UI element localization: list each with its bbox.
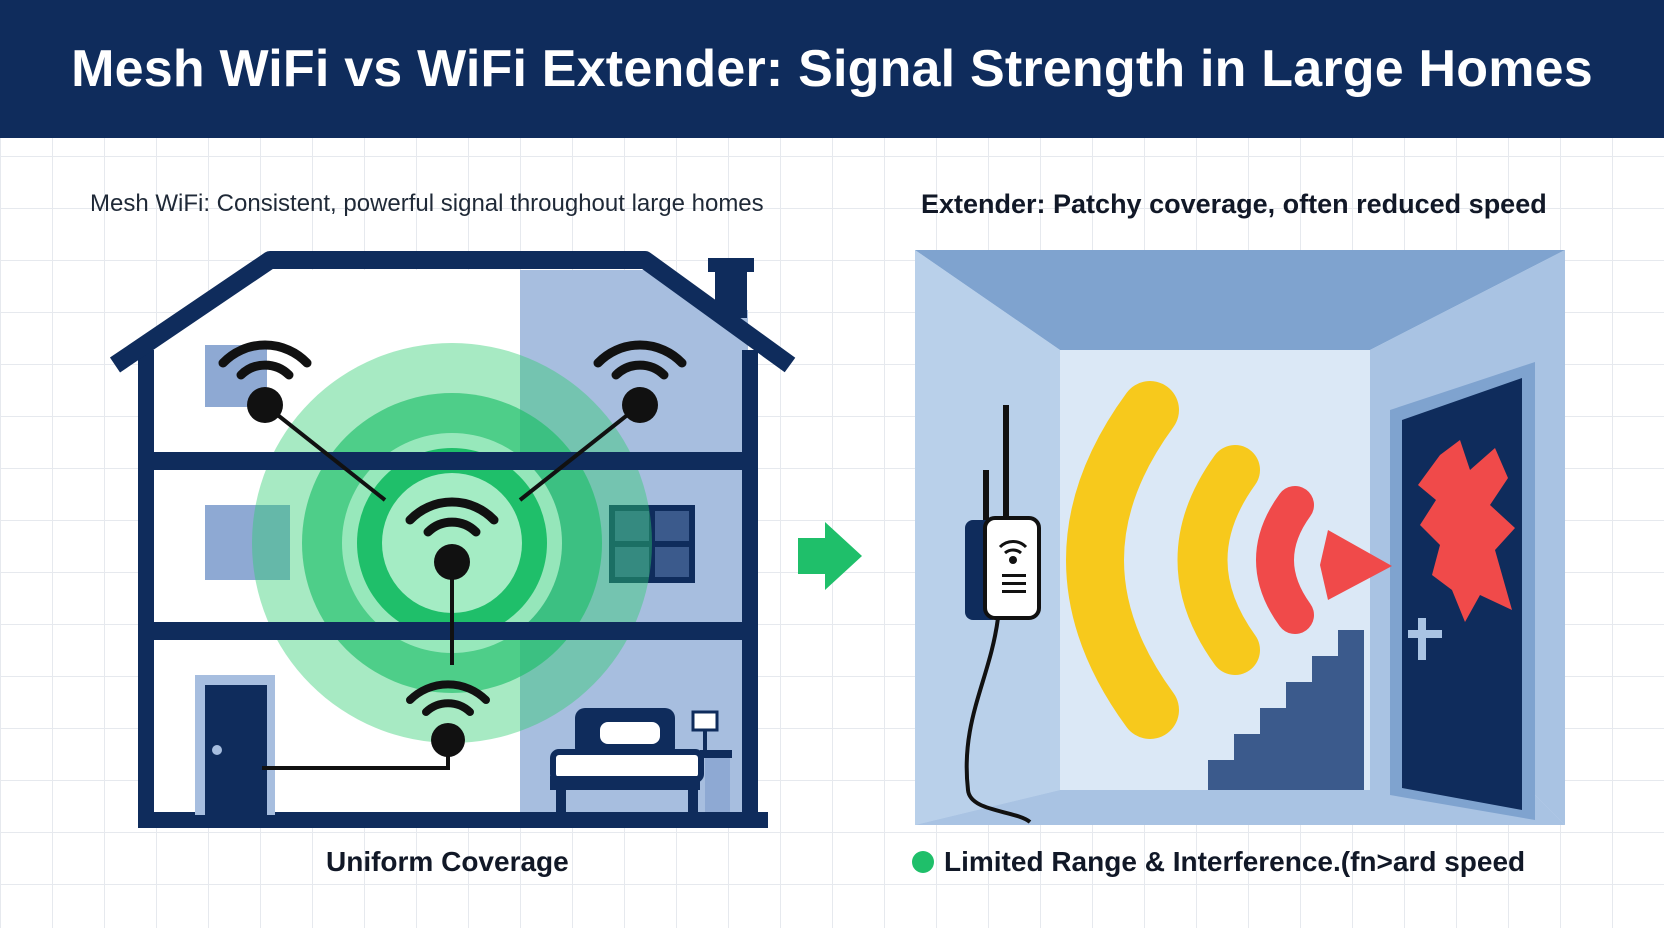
extender-room	[915, 250, 1565, 825]
stairs-icon	[1208, 630, 1364, 790]
extender-footer-label: Limited Range & Interference.(fn>ard spe…	[944, 846, 1526, 877]
wifi-icon	[405, 497, 499, 580]
mesh-footer-label: Uniform Coverage	[326, 846, 569, 877]
door-icon	[195, 675, 275, 815]
extender-caption: Extender: Patchy coverage, often reduced…	[921, 189, 1547, 219]
wifi-icon	[593, 340, 687, 423]
window	[205, 505, 290, 580]
page-title: Mesh WiFi vs WiFi Extender: Signal Stren…	[71, 40, 1593, 98]
bed-icon	[550, 708, 732, 812]
mesh-house	[109, 251, 796, 828]
signal-waves	[1066, 381, 1392, 739]
mesh-caption: Mesh WiFi: Consistent, powerful signal t…	[90, 190, 764, 217]
arrow-right-icon	[798, 522, 862, 590]
wifi-icon	[218, 340, 312, 423]
status-dot-icon	[912, 851, 934, 873]
extender-footer: Limited Range & Interference.(fn>ard spe…	[912, 846, 1525, 878]
title-banner: Mesh WiFi vs WiFi Extender: Signal Stren…	[0, 0, 1664, 138]
wifi-icon	[406, 680, 490, 757]
wall-plug-extender-icon	[964, 405, 1041, 824]
interference-splat	[1418, 440, 1515, 622]
